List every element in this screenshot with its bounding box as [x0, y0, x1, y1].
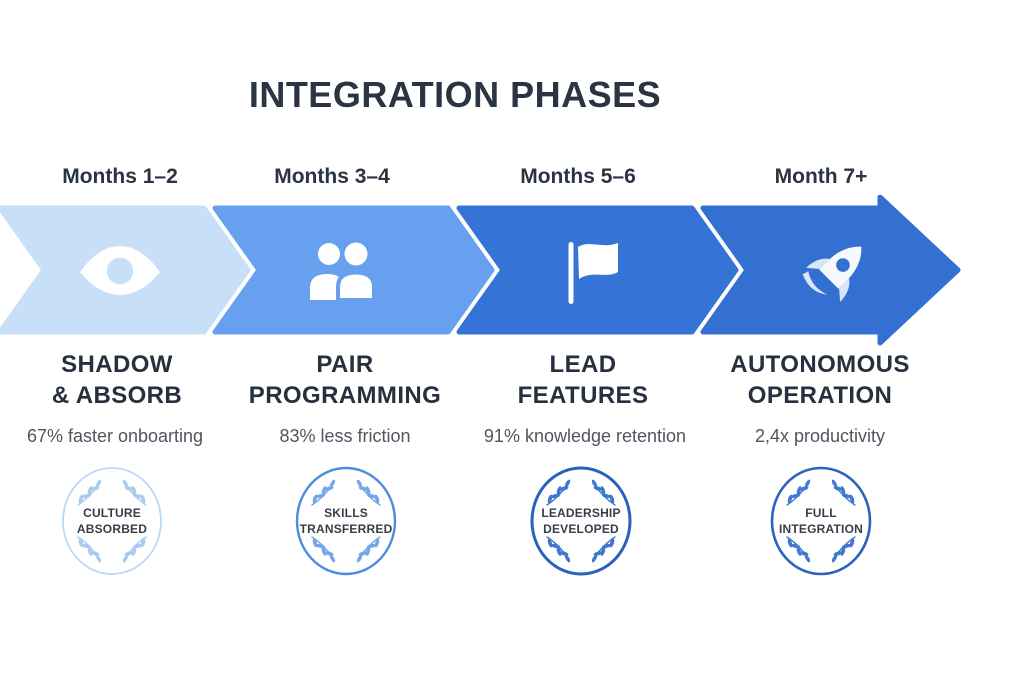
phase-4-title: AUTONOMOUS OPERATION [700, 349, 940, 411]
phase-3-title-line1: LEAD [549, 351, 617, 378]
phase-2-title-line1: PAIR [316, 351, 374, 378]
phase-3-badge: LEADERSHIP DEVELOPED [521, 464, 641, 578]
phase-1-title-line1: SHADOW [61, 351, 173, 378]
phase-1-period: Months 1–2 [62, 165, 178, 188]
laurel-wreath-icon [530, 466, 632, 576]
rocket-fins [802, 258, 850, 302]
page-title: INTEGRATION PHASES [248, 74, 662, 115]
users-icon [310, 242, 376, 302]
phase-2-arrow [212, 205, 495, 335]
eye-icon [80, 246, 160, 295]
phase-1-title: SHADOW & ABSORB [0, 349, 237, 411]
phase-1-badge-text: CULTURE ABSORBED [76, 505, 148, 536]
phase-4-badge-text: FULL INTEGRATION [779, 505, 863, 536]
phase-1-arrow [0, 205, 251, 335]
flag-icon [568, 242, 618, 304]
phase-1-title-line2: & ABSORB [51, 382, 183, 409]
phase-3-badge-text: LEADERSHIP DEVELOPED [541, 505, 621, 536]
rocket-icon [802, 246, 862, 302]
phase-3-stat: 91% knowledge retention [483, 426, 687, 446]
phase-4-title-line1: AUTONOMOUS [730, 351, 910, 378]
phase-4-badge: FULL INTEGRATION [761, 464, 881, 578]
phase-2-stat: 83% less friction [279, 426, 411, 446]
phase-arrow-band [0, 195, 961, 346]
phase-4-period: Month 7+ [774, 165, 868, 188]
phase-1-stat: 67% faster onboarting [26, 426, 204, 446]
phase-2-period: Months 3–4 [274, 165, 390, 188]
laurel-wreath-icon [770, 466, 872, 576]
phase-3-title-line2: FEATURES [517, 382, 649, 409]
phase-3-title: LEAD FEATURES [463, 349, 703, 411]
phase-1-badge: CULTURE ABSORBED [52, 464, 172, 578]
phase-4-title-line2: OPERATION [747, 382, 893, 409]
phase-3-period: Months 5–6 [520, 165, 636, 188]
phase-2-title-line2: PROGRAMMING [248, 382, 442, 409]
rocket-body [819, 246, 862, 289]
phase-2-title: PAIR PROGRAMMING [225, 349, 465, 411]
phase-4-stat: 2,4x productivity [754, 426, 886, 446]
laurel-wreath-icon [295, 466, 397, 576]
phase-2-badge-text: SKILLS TRANSFERRED [299, 505, 393, 536]
laurel-wreath-icon [62, 467, 162, 575]
phase-2-badge: SKILLS TRANSFERRED [286, 464, 406, 578]
